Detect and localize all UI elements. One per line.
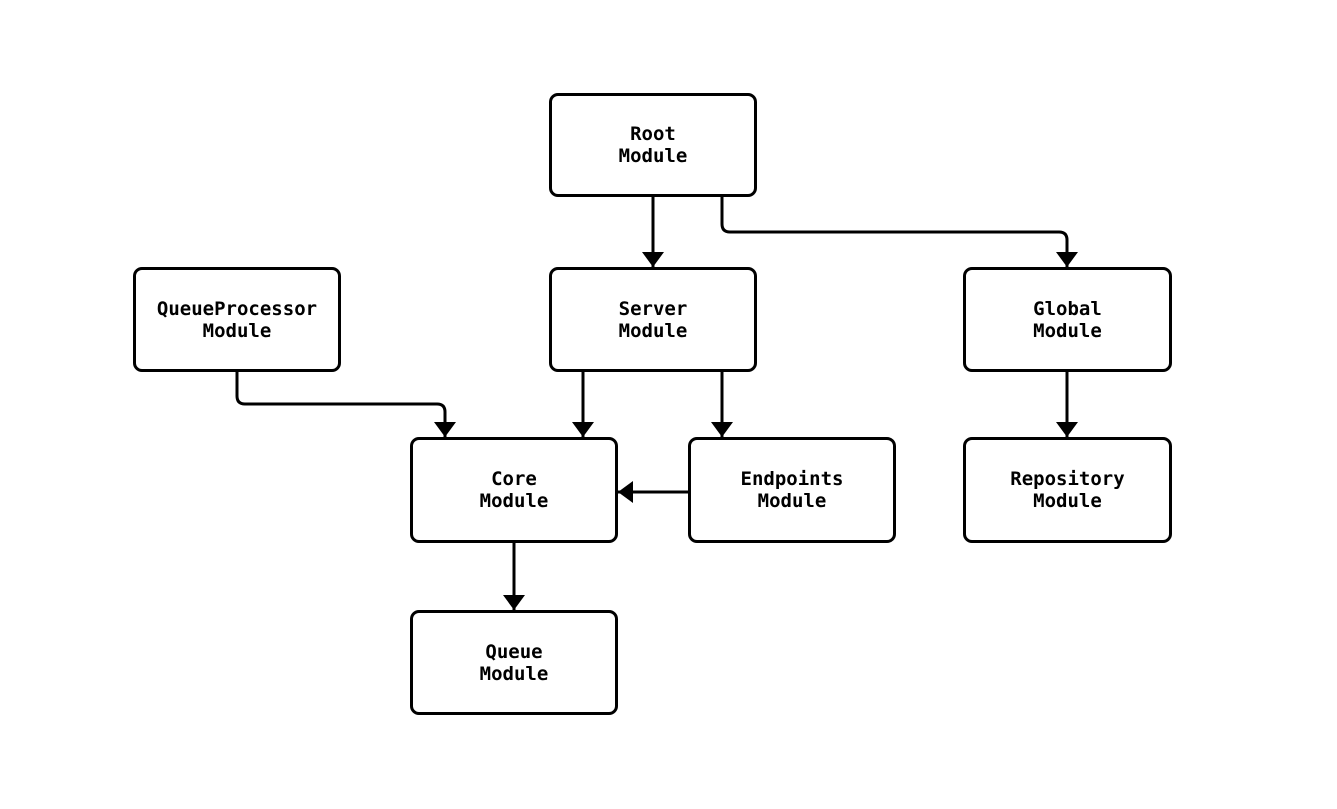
edge-queueprocessor-core xyxy=(235,372,456,437)
node-core-module: Core Module xyxy=(410,437,618,543)
node-server-module: Server Module xyxy=(549,267,757,372)
edge-root-global xyxy=(720,197,1078,267)
node-root-module: Root Module xyxy=(549,93,757,197)
node-queueprocessor-module: QueueProcessor Module xyxy=(133,267,341,372)
node-endpoints-module: Endpoints Module xyxy=(688,437,896,543)
node-global-module: Global Module xyxy=(963,267,1172,372)
node-repository-module: Repository Module xyxy=(963,437,1172,543)
node-queue-module: Queue Module xyxy=(410,610,618,715)
